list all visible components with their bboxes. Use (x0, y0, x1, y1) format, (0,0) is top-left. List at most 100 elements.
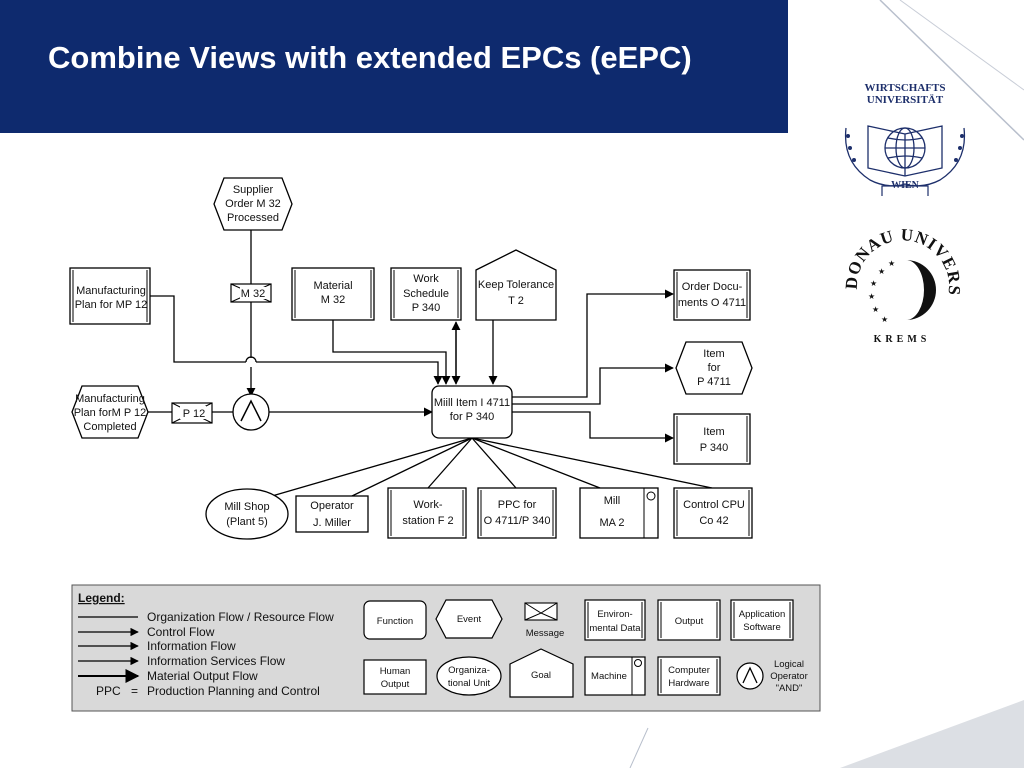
human-operator: Operator J. Miller (295, 495, 369, 533)
goal-keep-tolerance: Keep Tolerance T 2 (475, 249, 557, 321)
legend-human-output-line2: Output (381, 679, 410, 690)
legend-event: Event (457, 614, 482, 625)
mill-shop-line2: (Plant 5) (226, 516, 268, 528)
legend-hardware-line2: Hardware (668, 678, 709, 689)
legend-human-output-line1: Human (380, 666, 411, 677)
hardware-workstation: Work- station F 2 (387, 487, 467, 539)
event-mfg-plan-completed: Manufacturing Plan forM P 12 Completed (71, 385, 149, 439)
supplier-order-line2: Order M 32 (225, 198, 281, 210)
legend-ppc-equals: = (131, 684, 138, 698)
mfg-completed-line2: Plan forM P 12 (74, 407, 147, 419)
legend-flow-info-services: Information Services Flow (147, 654, 285, 668)
legend-flow-control: Control Flow (147, 625, 215, 639)
output-item-p340: Item P 340 (673, 413, 751, 465)
globe-book-icon (844, 125, 966, 196)
legend-flow-information: Information Flow (147, 639, 236, 653)
legend: Legend: Organization Flow / Resource Flo… (71, 584, 821, 712)
legend-org-unit-line2: tional Unit (448, 678, 491, 689)
workstation-line2: station F 2 (402, 515, 453, 527)
legend-goal: Goal (531, 670, 551, 681)
item-for-line1: Item (703, 348, 724, 360)
mfg-plan-line2: Plan for MP 12 (75, 299, 148, 311)
supplier-order-line1: Supplier (233, 184, 274, 196)
function-mill-item: Miill Item I 4711 for P 340 (431, 385, 513, 439)
item-p340-line2: P 340 (700, 442, 729, 454)
machine-mill: Mill MA 2 (579, 487, 659, 539)
mfg-completed-line3: Completed (83, 421, 136, 433)
title-banner (0, 0, 788, 133)
keep-tolerance-line2: T 2 (508, 295, 524, 307)
svg-text:★: ★ (872, 305, 879, 314)
svg-text:★: ★ (888, 259, 895, 268)
message-m32: M 32 (230, 283, 272, 303)
legend-function: Function (377, 616, 413, 627)
work-schedule-line1: Work (413, 273, 439, 285)
legend-machine: Machine (591, 671, 627, 682)
donau-arc-text: DONAU UNIVERSITÄT (836, 222, 963, 297)
workstation-line1: Work- (413, 499, 442, 511)
legend-org-unit-line1: Organiza- (448, 665, 490, 676)
work-schedule-line3: P 340 (412, 302, 441, 314)
legend-flow-organization: Organization Flow / Resource Flow (147, 610, 334, 624)
keep-tolerance-line1: Keep Tolerance (478, 279, 554, 291)
svg-text:★: ★ (878, 267, 885, 276)
event-supplier-order: Supplier Order M 32 Processed (213, 177, 293, 231)
application-ppc: PPC for O 4711/P 340 (477, 487, 557, 539)
svg-text:DONAU UNIVERSITÄT: DONAU UNIVERSITÄT (836, 222, 964, 297)
legend-logical-line2: Operator (770, 671, 808, 682)
legend-application-line2: Software (743, 622, 781, 633)
material-line2: M 32 (321, 294, 345, 306)
material-line1: Material (313, 280, 352, 292)
legend-application-line1: Application (739, 609, 785, 620)
ppc-line1: PPC for (498, 499, 537, 511)
event-item-p4711: Item for P 4711 (675, 341, 753, 395)
operator-line2: J. Miller (313, 517, 351, 529)
message-p12: P 12 (171, 402, 213, 424)
item-p340-line1: Item (703, 426, 724, 438)
legend-ppc-definition: Production Planning and Control (147, 684, 320, 698)
legend-logical-line3: "AND" (776, 683, 803, 694)
legend-flow-material-output: Material Output Flow (147, 669, 258, 683)
doc-manufacturing-plan: Manufacturing Plan for MP 12 (69, 267, 151, 325)
legend-environmental-line1: Environ- (597, 609, 632, 620)
svg-text:★: ★ (881, 315, 888, 324)
hardware-control-cpu: Control CPU Co 42 (673, 487, 753, 539)
mfg-plan-line1: Manufacturing (76, 285, 146, 297)
ppc-line2: O 4711/P 340 (484, 515, 551, 527)
legend-logical-line1: Logical (774, 659, 804, 670)
message-p12-label: P 12 (183, 408, 205, 420)
donau-universitaet-logo: DONAU UNIVERSITÄT ★★★ ★★★ KREMS (836, 222, 964, 345)
and-operator (232, 393, 270, 431)
legend-hardware-line1: Computer (668, 665, 710, 676)
wu-logo-city: WIEN (891, 180, 919, 191)
legend-output: Output (675, 616, 704, 627)
legend-environmental-line2: mental Data (589, 623, 641, 634)
slide-title: Combine Views with extended EPCs (eEPC) (48, 40, 692, 75)
control-cpu-line1: Control CPU (683, 499, 745, 511)
mill-line1: Mill (604, 495, 621, 507)
mill-item-line1: Miill Item I 4711 (434, 397, 510, 409)
svg-text:★: ★ (870, 279, 877, 288)
wu-logo-text: WIRTSCHAFTS UNIVERSITÄT (830, 82, 980, 106)
donau-krems-text: KREMS (874, 334, 931, 345)
svg-text:★: ★ (868, 292, 875, 301)
mfg-completed-line1: Manufacturing (75, 393, 145, 405)
operator-line1: Operator (310, 500, 354, 512)
work-schedule-p340: Work Schedule P 340 (390, 267, 462, 321)
message-m32-label: M 32 (241, 288, 265, 300)
org-unit-mill-shop: Mill Shop (Plant 5) (205, 488, 289, 540)
order-docs-line1: Order Docu- (682, 281, 743, 293)
material-m32: Material M 32 (291, 267, 375, 321)
wu-logo-line1: WIRTSCHAFTS (864, 82, 946, 94)
mill-item-line2: for P 340 (450, 411, 494, 423)
item-for-line3: P 4711 (697, 376, 731, 388)
legend-message: Message (526, 628, 565, 639)
legend-ppc-abbr: PPC (96, 684, 121, 698)
mill-shop-line1: Mill Shop (224, 501, 269, 513)
legend-heading: Legend: (78, 591, 125, 605)
work-schedule-line2: Schedule (403, 288, 449, 300)
mill-line2: MA 2 (599, 517, 624, 529)
connectors (148, 230, 713, 497)
